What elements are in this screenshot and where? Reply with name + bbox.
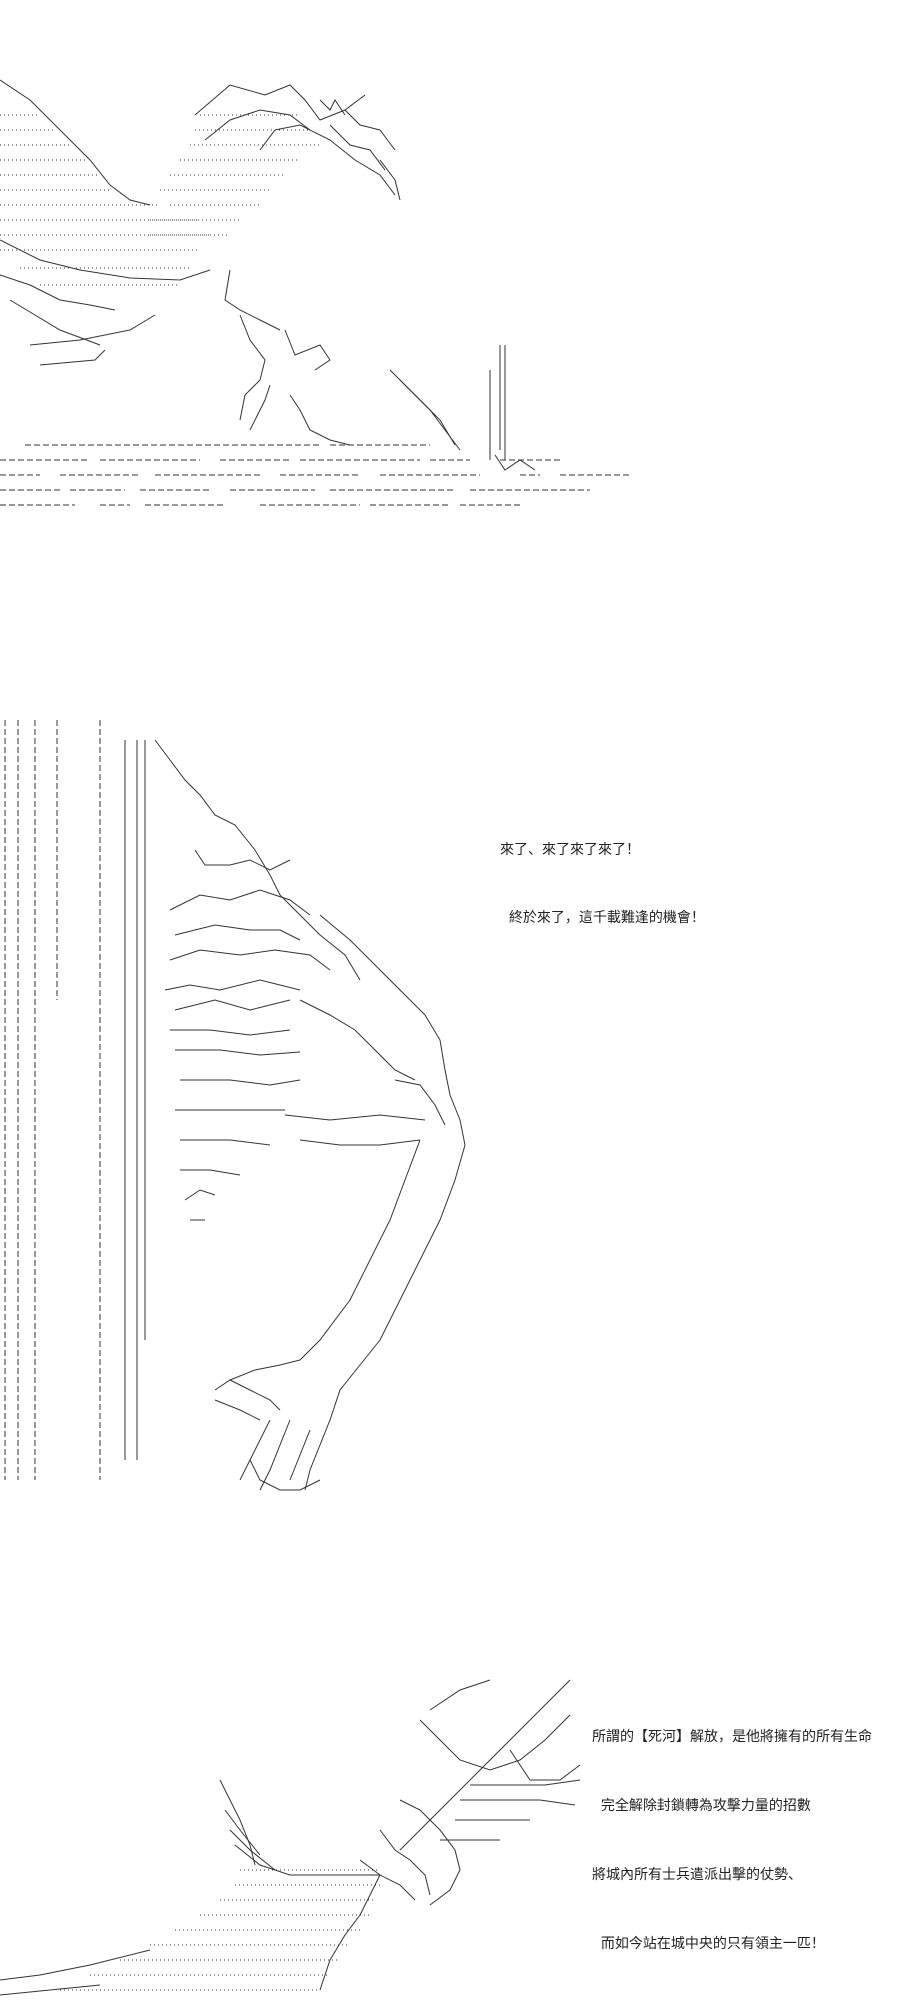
ascii-art-figure-reaching bbox=[4, 720, 466, 1491]
dialog-panel-2: 來了、來了來了來了！ 終於來了，這千載難逢的機會！ bbox=[500, 800, 705, 968]
panel-1 bbox=[0, 0, 901, 560]
dialog-line: 所謂的【死河】解放，是他將擁有的所有生命 bbox=[592, 1729, 872, 1745]
dialog-line: 終於來了，這千載難逢的機會！ bbox=[500, 910, 705, 926]
dialog-line: 將城內所有士兵遣派出擊的仗勢、 bbox=[592, 1867, 802, 1883]
dialog-line: 完全解除封鎖轉為攻擊力量的招數 bbox=[592, 1798, 811, 1814]
panel-2: 來了、來了來了來了！ 終於來了，這千載難逢的機會！ bbox=[0, 700, 901, 1500]
dialog-line: 而如今站在城中央的只有領主一匹！ bbox=[592, 1936, 825, 1952]
panel-3: 所謂的【死河】解放，是他將擁有的所有生命 完全解除封鎖轉為攻擊力量的招數 將城內… bbox=[0, 1660, 901, 2000]
ascii-art-creature-scene bbox=[0, 79, 630, 506]
dialog-panel-3: 所謂的【死河】解放，是他將擁有的所有生命 完全解除封鎖轉為攻擊力量的招數 將城內… bbox=[592, 1690, 872, 1992]
dialog-line: 來了、來了來了來了！ bbox=[500, 842, 640, 858]
ascii-art-sword-strike bbox=[0, 1679, 581, 1996]
